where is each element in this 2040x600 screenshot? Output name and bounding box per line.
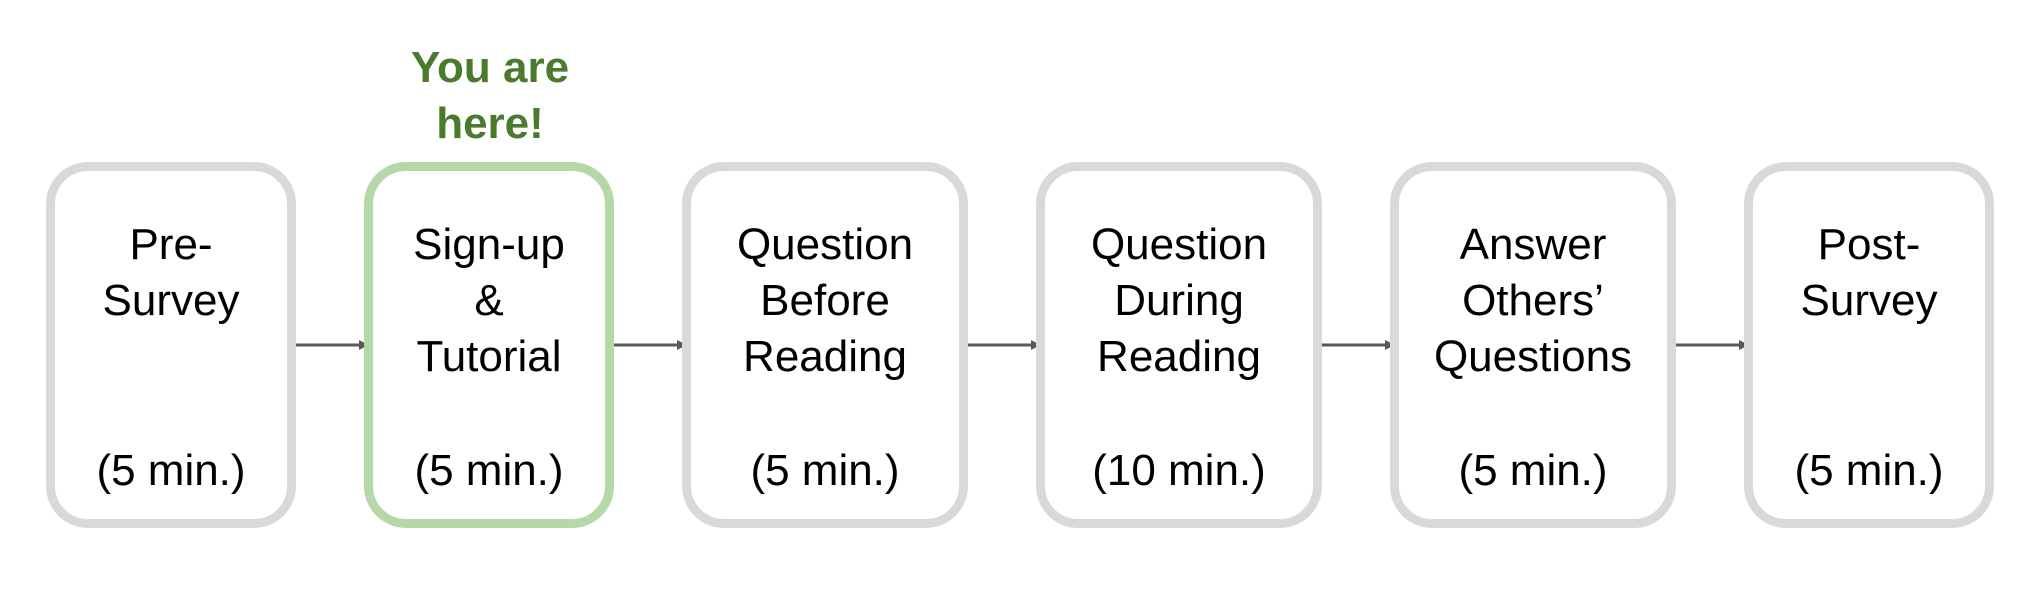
step-duration: (10 min.) <box>1092 446 1266 495</box>
step-title-line: Pre- <box>129 220 213 269</box>
step-title-line: Survey <box>1800 276 1938 325</box>
step-title-line: Before <box>760 276 890 325</box>
step-duration: (5 min.) <box>96 446 246 495</box>
step-title-line: Others’ <box>1462 276 1604 325</box>
step-title-line: During <box>1114 276 1244 325</box>
step-duration: (5 min.) <box>414 446 564 495</box>
step-duration: (5 min.) <box>1458 446 1608 495</box>
step-title-line: Answer <box>1459 220 1607 269</box>
step-title-line: Reading <box>743 332 907 381</box>
step-title-line: Question <box>736 220 914 269</box>
step-answer-others-questions: Answer Others’ Questions (5 min.) <box>1390 162 1676 528</box>
step-title-line: Post- <box>1817 220 1921 269</box>
step-title: Answer Others’ Questions <box>1399 217 1667 385</box>
step-title-line: Question <box>1090 220 1268 269</box>
step-title-line: Sign-up <box>413 220 565 269</box>
step-duration: (5 min.) <box>1794 446 1944 495</box>
step-question-during-reading: Question During Reading (10 min.) <box>1036 162 1322 528</box>
step-title-line: Survey <box>102 276 240 325</box>
step-title: Question During Reading <box>1045 217 1313 385</box>
step-title-line: Questions <box>1433 332 1633 381</box>
step-question-before-reading: Question Before Reading (5 min.) <box>682 162 968 528</box>
step-title: Post- Survey <box>1753 217 1985 329</box>
step-title-line: & <box>474 276 504 325</box>
step-title: Sign-up & Tutorial <box>373 217 605 385</box>
step-title-line: Tutorial <box>416 332 562 381</box>
step-title: Question Before Reading <box>691 217 959 385</box>
you-are-here-line-2: here! <box>436 99 544 148</box>
step-title-line: Reading <box>1097 332 1261 381</box>
step-pre-survey: Pre- Survey (5 min.) <box>46 162 296 528</box>
you-are-here-label: You are here! <box>372 40 608 152</box>
step-duration: (5 min.) <box>750 446 900 495</box>
you-are-here-line-1: You are <box>410 43 570 92</box>
step-sign-up-tutorial: Sign-up & Tutorial (5 min.) <box>364 162 614 528</box>
step-title: Pre- Survey <box>55 217 287 329</box>
step-post-survey: Post- Survey (5 min.) <box>1744 162 1994 528</box>
